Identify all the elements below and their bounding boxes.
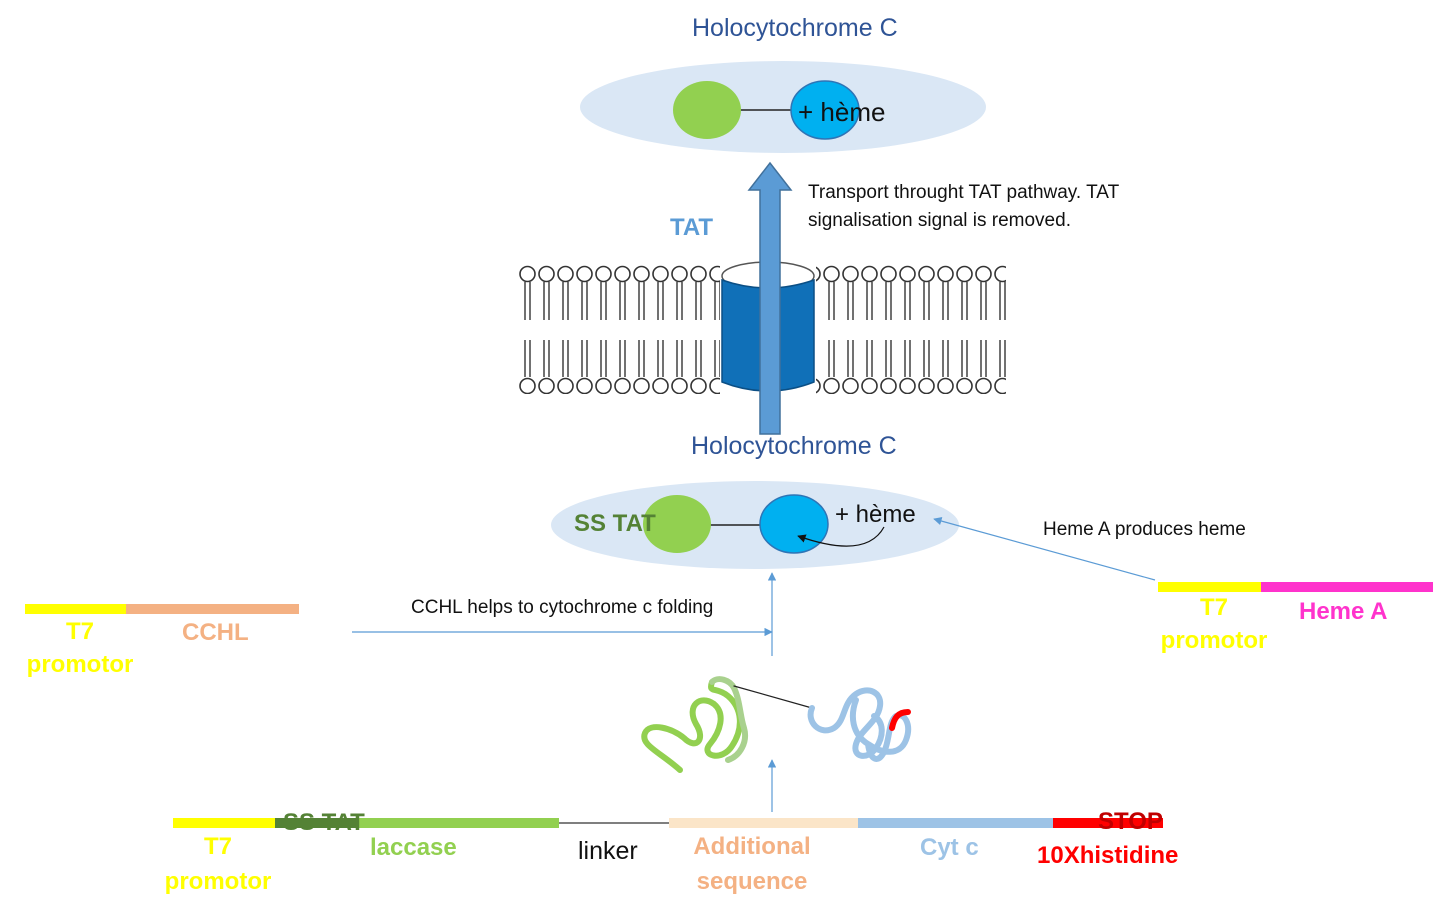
laccase-segment bbox=[359, 818, 559, 828]
middle-cytc-domain bbox=[759, 494, 829, 554]
heme-a-gene-segment bbox=[1261, 582, 1433, 592]
cchl-gene-label: CCHL bbox=[182, 619, 249, 646]
cchl-construct bbox=[25, 604, 299, 614]
cchl-gene-segment bbox=[126, 604, 299, 614]
main-promotor-line1: T7 bbox=[203, 833, 232, 860]
top-laccase-domain bbox=[673, 81, 741, 139]
middle-laccase-domain bbox=[643, 495, 711, 553]
tat-transport-arrow bbox=[747, 161, 793, 435]
linker-label: linker bbox=[578, 837, 638, 865]
additional-sequence-label: Additional sequence bbox=[682, 835, 822, 894]
main-promotor-line2: promotor bbox=[164, 868, 272, 895]
top-title: Holocytochrome C bbox=[692, 14, 898, 42]
heme-a-gene-label: Heme A bbox=[1299, 598, 1388, 625]
main-promotor-segment bbox=[173, 818, 275, 828]
cytc-segment bbox=[858, 818, 1053, 828]
laccase-label: laccase bbox=[370, 834, 457, 861]
histidine-tag-chain bbox=[889, 709, 911, 731]
laccase-chain bbox=[641, 679, 743, 773]
middle-protein bbox=[551, 481, 959, 569]
top-cytc-domain bbox=[790, 80, 860, 140]
additional-line1: Additional bbox=[693, 833, 811, 860]
tat-note-line1: Transport throught TAT pathway. TAT bbox=[808, 182, 1120, 203]
heme-promotor-label: T7 promotor bbox=[1152, 596, 1276, 653]
middle-ss-tat-label: SS TAT bbox=[574, 510, 656, 537]
unfolded-linker bbox=[733, 685, 813, 709]
heme-a-arrow bbox=[933, 516, 1156, 581]
heme-promotor-segment bbox=[1158, 582, 1261, 592]
main-construct bbox=[173, 818, 1163, 828]
heme-insertion-arrow bbox=[797, 526, 885, 547]
heme-promotor-line1: T7 bbox=[1199, 594, 1228, 621]
main-promotor-label: T7 promotor bbox=[156, 835, 280, 894]
cytc-label: Cyt c bbox=[920, 834, 979, 861]
heme-promotor-line2: promotor bbox=[1160, 627, 1268, 654]
ss-tat-segment bbox=[275, 818, 359, 828]
ss-tat-label: SS TAT bbox=[283, 809, 365, 836]
heme-a-note: Heme A produces heme bbox=[1043, 519, 1246, 540]
cchl-promotor-line2: promotor bbox=[26, 651, 134, 678]
unfolded-protein bbox=[641, 676, 912, 773]
histidine-label: 10Xhistidine bbox=[1037, 842, 1179, 869]
tat-label: TAT bbox=[670, 214, 714, 241]
stop-label: STOP bbox=[1098, 808, 1163, 835]
heme-a-construct bbox=[1158, 582, 1433, 592]
cytc-chain bbox=[807, 687, 912, 762]
laccase-chain-light bbox=[709, 676, 748, 763]
cchl-note: CCHL helps to cytochrome c folding bbox=[411, 597, 714, 618]
top-heme-label: + hème bbox=[798, 97, 886, 127]
additional-sequence-segment bbox=[669, 818, 858, 828]
additional-line2: sequence bbox=[696, 868, 808, 895]
tat-note-line2: signalisation signal is removed. bbox=[808, 210, 1071, 231]
top-protein bbox=[580, 61, 986, 153]
stop-histidine-segment bbox=[1053, 818, 1163, 828]
middle-heme-label: + hème bbox=[835, 501, 916, 528]
cchl-promotor-segment bbox=[25, 604, 126, 614]
cchl-promotor-label: T7 promotor bbox=[20, 620, 140, 677]
cchl-promotor-line1: T7 bbox=[65, 618, 94, 645]
top-protein-ellipse bbox=[580, 61, 986, 153]
middle-title: Holocytochrome C bbox=[691, 432, 897, 460]
